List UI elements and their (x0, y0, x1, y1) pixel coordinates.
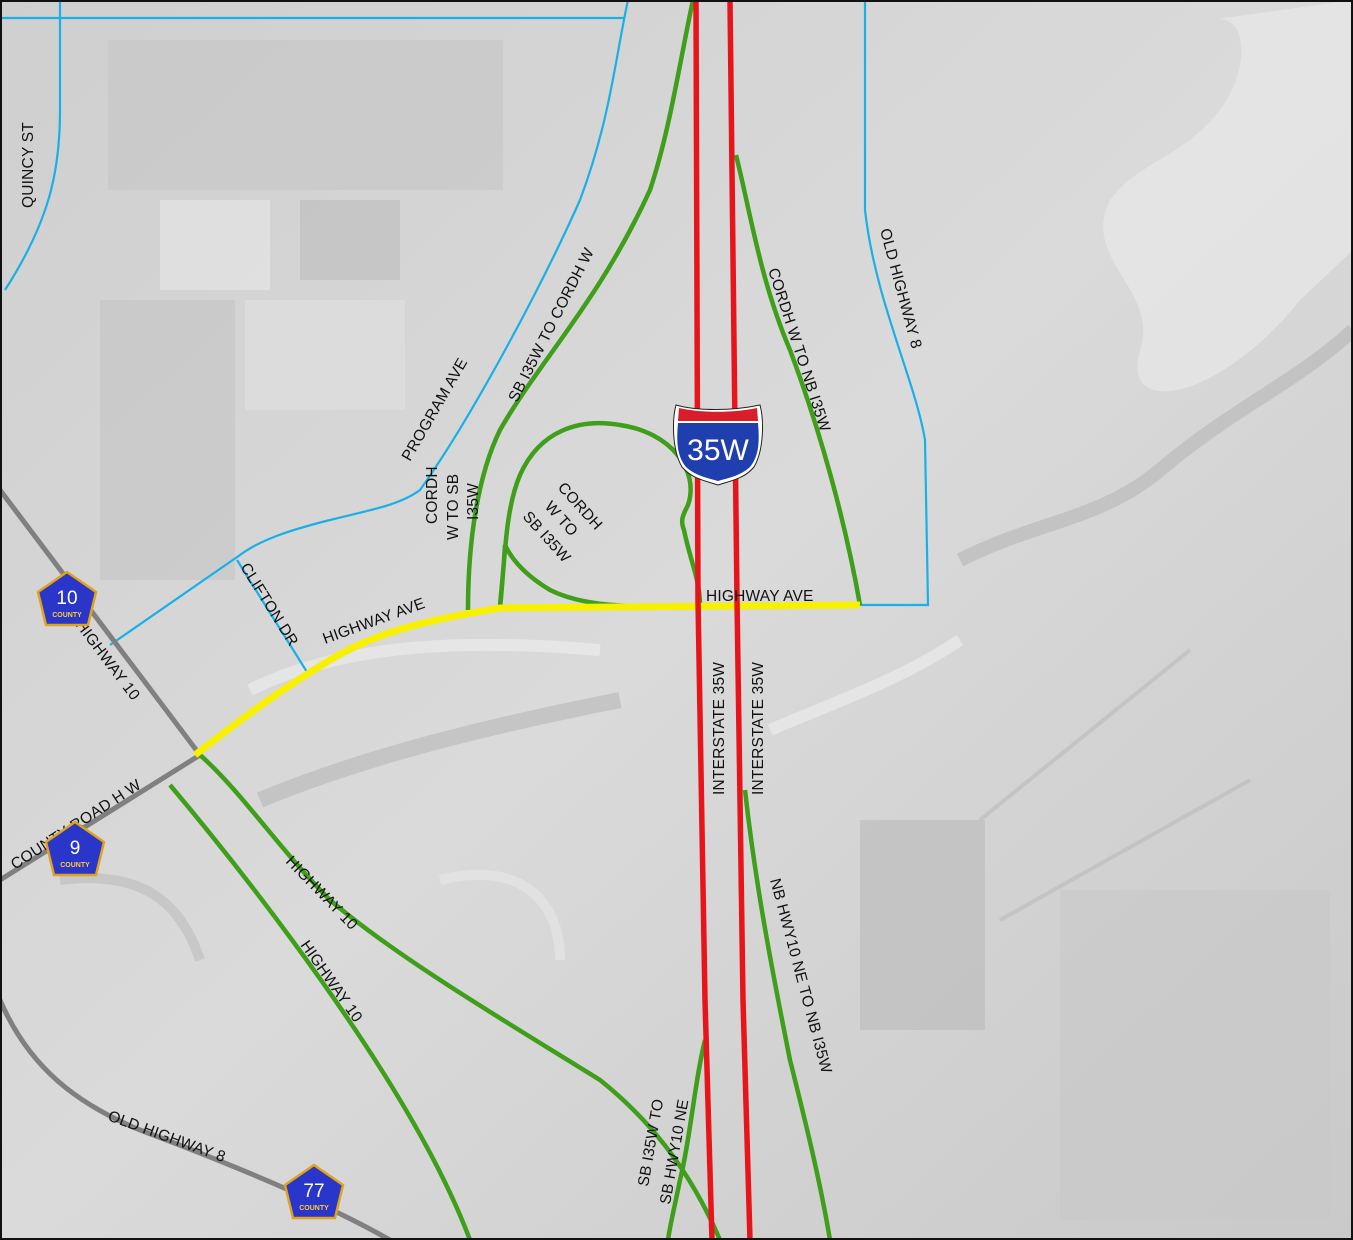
highway-ave-project-line (192, 601, 861, 758)
county-shield-9-sub: COUNTY (60, 862, 90, 869)
nb-hwy10-ne-to-nb-i35w-ramp (742, 789, 833, 1240)
cordh-w-to-nb-i35w-ramp (733, 154, 863, 606)
county-shield-9-number: 9 (70, 838, 81, 859)
interstate-35w-nb-line (727, 0, 753, 1240)
clifton-dr-line (236, 559, 308, 673)
interstate-35w-shield: 35W (673, 404, 763, 486)
county-road-hw-line (0, 752, 202, 883)
quincy-st-line (4, 0, 62, 291)
old-highway-8-ne-line (860, 0, 930, 607)
label-cordh-w-to-sb-i35w-1: CORDH (424, 466, 441, 524)
program-ave-line (109, 0, 630, 646)
interstate-35w (693, 0, 753, 1240)
label-cordh-w-to-sb-i35w-3: I35W (465, 483, 482, 520)
sb-i35w-to-sb-hwy10-ne-ramp (665, 1039, 708, 1240)
label-cordh-w-to-sb-i35w-2: W TO SB (445, 474, 462, 540)
highway-10-b-ramp (168, 783, 473, 1240)
county-shield-77-number: 77 (303, 1181, 324, 1202)
label-highway-ave-east: HIGHWAY AVE (706, 588, 814, 605)
interstate-35w-sb-line (693, 0, 715, 1240)
county-shield-77-sub: COUNTY (299, 1205, 329, 1212)
sb-i35w-to-cordh-w-ramp (465, 0, 696, 611)
county-shield-9: 9 COUNTY (44, 820, 106, 877)
label-interstate-35w-b: INTERSTATE 35W (750, 662, 767, 795)
ramps (168, 0, 863, 1240)
county-shield-10: 10 COUNTY (36, 570, 98, 627)
highway-10-a-ramp (198, 753, 723, 1240)
county-shield-77: 77 COUNTY (283, 1163, 345, 1220)
highway-10-nw-line (0, 488, 202, 757)
county-shield-10-number: 10 (56, 588, 77, 609)
label-quincy-st: QUINCY ST (20, 122, 37, 208)
local-streets (0, 0, 930, 673)
label-interstate-35w-a: INTERSTATE 35W (711, 662, 728, 795)
loop-ramp (497, 420, 703, 609)
county-shield-10-sub: COUNTY (52, 612, 82, 619)
interstate-shield-number: 35W (687, 434, 749, 467)
